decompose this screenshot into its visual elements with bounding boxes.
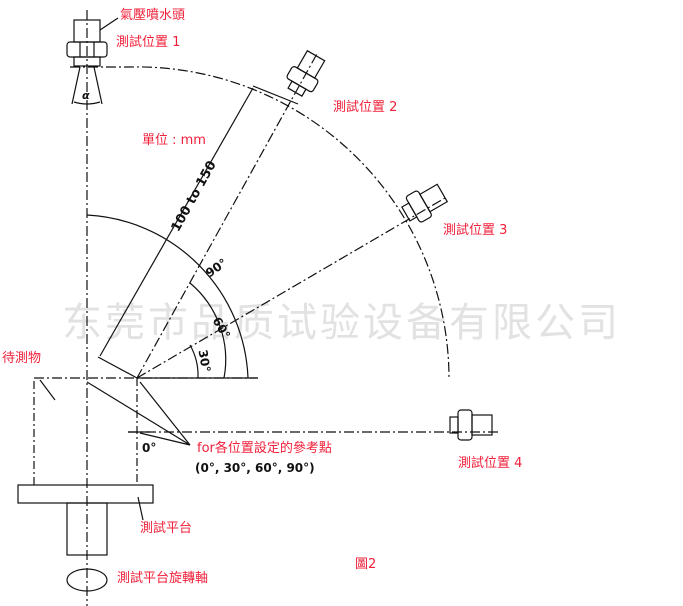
position-3-label: 測試位置 3 [443, 223, 508, 238]
object-label: 待測物 [2, 351, 42, 366]
angle-30-label: 30° [195, 348, 214, 374]
distance-dimension-line [99, 87, 254, 357]
platform-leader [137, 496, 144, 521]
arc-90 [86, 214, 249, 379]
angle-0-label: 0° [142, 441, 157, 455]
nozzle-position-2 [286, 49, 326, 97]
test-object-outline [33, 378, 138, 485]
nozzle-label: 氣壓噴水頭 [120, 8, 186, 23]
nozzle-position-1 [66, 19, 108, 105]
position-4-label: 測試位置 4 [458, 456, 523, 471]
reference-angles: (0°, 30°, 60°, 90°) [195, 461, 315, 475]
nozzle-position-3 [401, 183, 449, 223]
platform-label: 測試平台 [140, 521, 193, 536]
nozzle-position-4 [449, 409, 493, 441]
test-platform [17, 484, 154, 504]
rotation-icon [66, 568, 108, 592]
alpha-label: α [82, 89, 90, 102]
reference-label: for各位置設定的參考點 [197, 441, 332, 456]
reference-leaders [86, 381, 191, 446]
platform-shaft [66, 502, 108, 556]
watermark: 东莞市品质试验设备有限公司 [62, 300, 621, 346]
object-leader [39, 379, 56, 401]
position-2-label: 測試位置 2 [333, 100, 398, 115]
unit-label: 單位 : mm [142, 133, 206, 148]
axis-position-3 [136, 197, 446, 379]
arc-30 [189, 344, 199, 379]
nozzle-leader [99, 17, 119, 31]
dimension-extension [97, 356, 138, 379]
axis-position-2 [136, 51, 319, 379]
figure-label: 圖2 [355, 557, 377, 572]
position-1-label: 測試位置 1 [116, 35, 181, 50]
axis-label: 測試平台旋轉軸 [117, 571, 209, 586]
arc-60 [189, 282, 227, 379]
dimension-extension-top [252, 85, 299, 105]
